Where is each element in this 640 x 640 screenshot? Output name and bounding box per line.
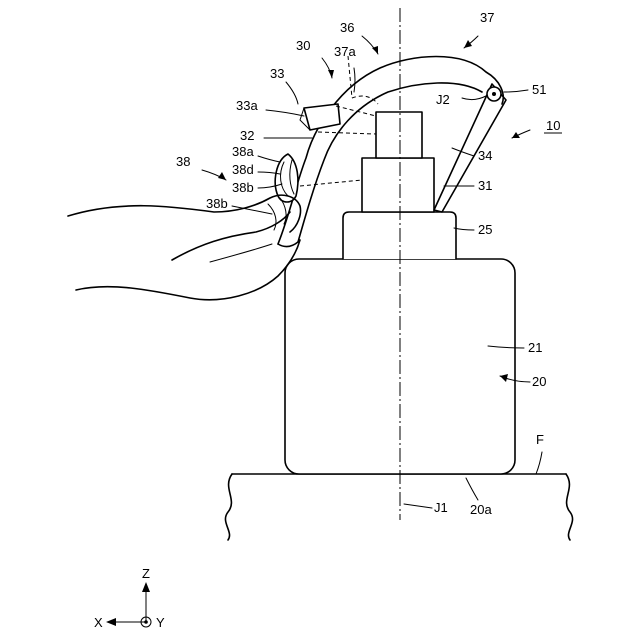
label-33: 33 <box>270 66 284 81</box>
label-36: 36 <box>340 20 354 35</box>
label-51: 51 <box>532 82 546 97</box>
label-30: 30 <box>296 38 310 53</box>
label-38b-top: 38b <box>232 180 254 195</box>
label-33a: 33a <box>236 98 258 113</box>
label-20: 20 <box>532 374 546 389</box>
axis-y-label: Y <box>156 615 165 630</box>
label-25: 25 <box>478 222 492 237</box>
label-20a: 20a <box>470 502 492 517</box>
axis-z-label: Z <box>142 566 150 581</box>
label-j2: J2 <box>436 92 450 107</box>
label-31: 31 <box>478 178 492 193</box>
label-38d: 38d <box>232 162 254 177</box>
label-10: 10 <box>546 118 560 133</box>
axis-x-label: X <box>94 615 103 630</box>
hand <box>68 195 301 300</box>
label-32: 32 <box>240 128 254 143</box>
label-37: 37 <box>480 10 494 25</box>
label-38a: 38a <box>232 144 254 159</box>
label-38: 38 <box>176 154 190 169</box>
nozzle <box>304 104 340 130</box>
label-21: 21 <box>528 340 542 355</box>
label-f: F <box>536 432 544 447</box>
pump-cap-lower <box>362 158 434 212</box>
pump-cap-upper <box>376 112 422 158</box>
label-j1: J1 <box>434 500 448 515</box>
coordinate-axes: Z X Y <box>94 566 165 630</box>
label-38b-bottom: 38b <box>206 196 228 211</box>
floor <box>225 474 572 540</box>
label-37a: 37a <box>334 44 356 59</box>
label-34: 34 <box>478 148 492 163</box>
